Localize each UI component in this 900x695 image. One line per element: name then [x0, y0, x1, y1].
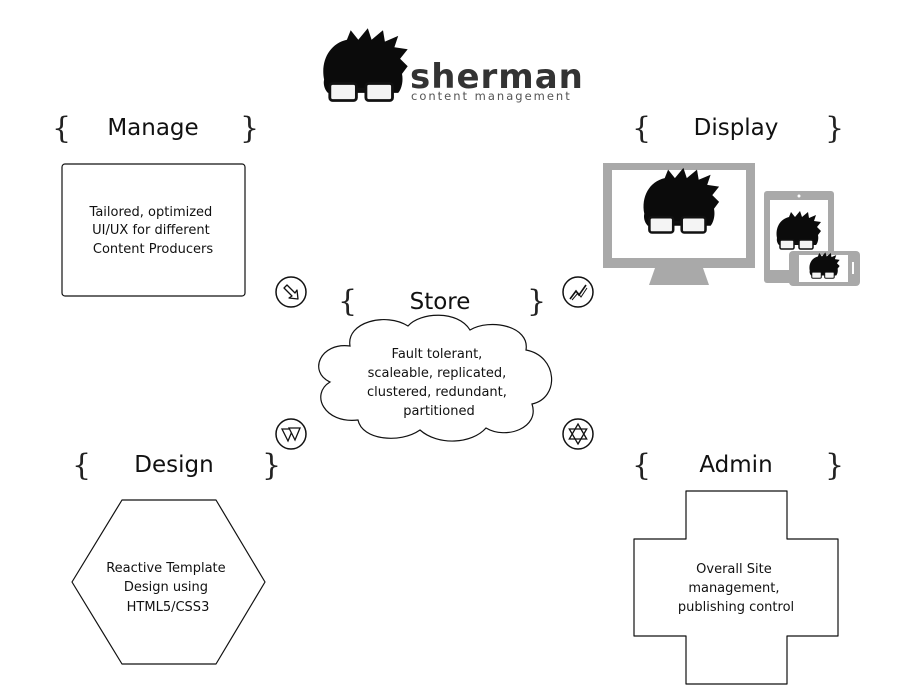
design-section: { } Design Reactive Template Design usin…	[71, 448, 281, 665]
admin-line: management,	[688, 581, 779, 596]
design-line: Reactive Template	[106, 561, 225, 576]
manage-description: Tailored, optimized UI/UX for different …	[89, 205, 217, 257]
design-title: Design	[134, 452, 213, 478]
admin-line: Overall Site	[696, 562, 772, 577]
store-description: Fault tolerant, scaleable, replicated, c…	[367, 347, 511, 419]
manage-box	[61, 163, 246, 297]
admin-brace-left: {	[632, 448, 651, 483]
store-cloud	[318, 314, 553, 442]
arrow-down-right-icon	[275, 276, 307, 308]
logo-wordmark: sherman	[410, 57, 584, 97]
display-brace-right: }	[825, 111, 844, 146]
admin-line: publishing control	[678, 600, 794, 615]
star-of-david-icon	[562, 418, 594, 450]
design-line: HTML5/CSS3	[127, 600, 210, 615]
design-brace-left: {	[72, 448, 91, 483]
store-line: scaleable, replicated,	[368, 366, 507, 381]
monitor-icon	[603, 163, 755, 285]
design-hexagon	[71, 499, 266, 665]
design-brace-right: }	[262, 448, 281, 483]
phone-icon	[789, 251, 860, 286]
display-title: Display	[694, 115, 779, 141]
double-triangle-icon	[275, 418, 307, 450]
store-title: Store	[410, 289, 471, 315]
design-line: Design using	[124, 580, 208, 595]
manage-line: Content Producers	[93, 242, 213, 257]
admin-description: Overall Site management, publishing cont…	[678, 562, 794, 615]
display-section: { } Display	[603, 111, 860, 286]
display-brace-left: {	[632, 111, 651, 146]
admin-section: { } Admin Overall Site management, publi…	[632, 448, 844, 685]
manage-title: Manage	[107, 115, 198, 141]
admin-cross-shape	[633, 490, 839, 685]
logo: sherman content management	[321, 26, 584, 103]
manage-line: Tailored, optimized	[89, 205, 213, 220]
store-brace-right: }	[527, 284, 546, 319]
zigzag-icon	[562, 276, 594, 308]
design-description: Reactive Template Design using HTML5/CSS…	[106, 561, 230, 615]
manage-line: UI/UX for different	[92, 223, 210, 238]
store-brace-left: {	[338, 284, 357, 319]
admin-brace-right: }	[825, 448, 844, 483]
store-section: { } Store Fault tolerant, scaleable, rep…	[318, 284, 553, 442]
store-line: partitioned	[403, 404, 474, 419]
logo-subtitle: content management	[411, 89, 572, 103]
store-line: clustered, redundant,	[367, 385, 507, 400]
logo-face-icon	[321, 26, 410, 102]
manage-brace-left: {	[52, 111, 71, 146]
admin-title: Admin	[699, 452, 772, 478]
store-line: Fault tolerant,	[392, 347, 483, 362]
manage-section: { } Manage Tailored, optimized UI/UX for…	[52, 111, 259, 297]
manage-brace-right: }	[240, 111, 259, 146]
